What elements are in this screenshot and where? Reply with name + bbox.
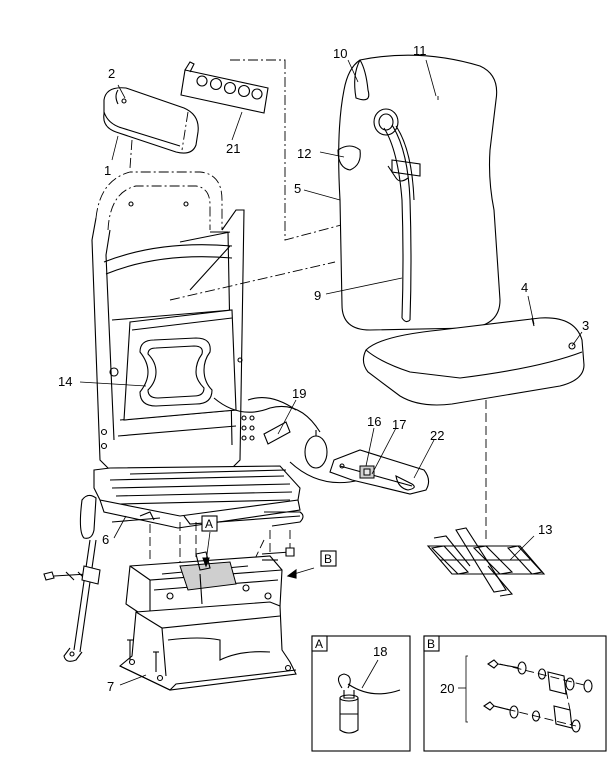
detail-box-b: B 20: [423, 635, 607, 752]
callout-5: 5: [294, 181, 301, 196]
detail-marker-a: A: [201, 515, 218, 532]
callout-1: 1: [104, 163, 111, 178]
armrest-bracket: [180, 61, 269, 114]
callout-3: 3: [582, 318, 589, 333]
detail-marker-b: B: [320, 550, 337, 567]
detail-box-b-label: B: [427, 637, 435, 651]
hardware-row-lower: [483, 701, 581, 733]
lumbar-pump-hose: [213, 397, 361, 484]
svg-text:B: B: [324, 552, 332, 566]
callout-labels: 2 1 21 10 11 12 5 9 4 3 14 19 16 17 22 1…: [58, 43, 589, 694]
callout-7: 7: [107, 679, 114, 694]
callout-14: 14: [58, 374, 72, 389]
callout-16: 16: [367, 414, 381, 429]
callout-17: 17: [392, 417, 406, 432]
callout-12: 12: [297, 146, 311, 161]
seat-cushion: [362, 317, 585, 406]
callout-9: 9: [314, 288, 321, 303]
back-cushion: [337, 54, 501, 331]
callout-22: 22: [430, 428, 444, 443]
seat-frame: [91, 171, 304, 529]
callout-20: 20: [440, 681, 454, 696]
callout-6: 6: [102, 532, 109, 547]
side-control-panel: [329, 449, 430, 495]
armrest: [103, 87, 199, 154]
callout-10: 10: [333, 46, 347, 61]
callout-2: 2: [108, 66, 115, 81]
hardware-row-upper: [487, 659, 593, 695]
detail-box-a-label: A: [315, 637, 323, 651]
callout-11: 11: [413, 43, 427, 58]
callout-13: 13: [538, 522, 552, 537]
svg-text:A: A: [205, 517, 213, 531]
detail-box-a: A 18: [311, 635, 411, 752]
callout-21: 21: [226, 141, 240, 156]
callout-4: 4: [521, 280, 528, 295]
belt-clips: [426, 527, 546, 597]
seat-base-riser: [118, 601, 297, 691]
leader-lines: [79, 59, 583, 686]
adjust-strap: [63, 494, 97, 662]
callout-18: 18: [373, 644, 387, 659]
callout-19: 19: [292, 386, 306, 401]
